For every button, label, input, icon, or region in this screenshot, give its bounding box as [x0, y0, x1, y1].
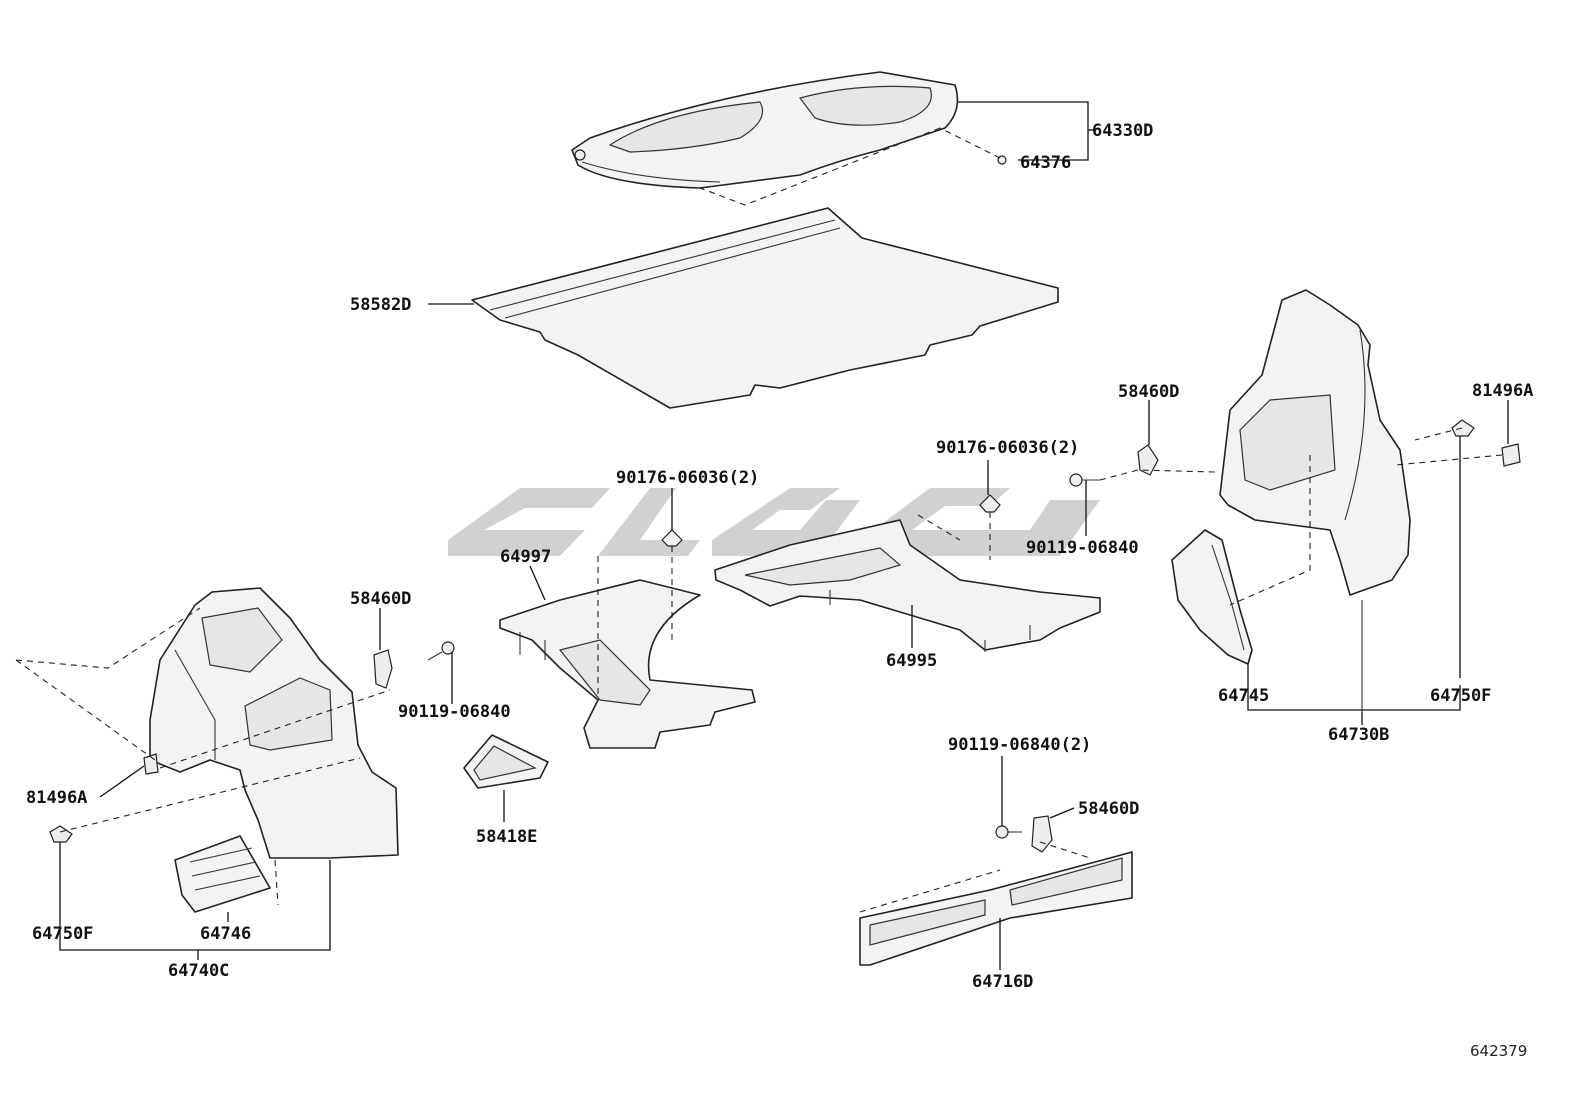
nut-81496A-right: [1501, 443, 1521, 467]
package-tray-trim: [571, 71, 959, 189]
small-bracket: [463, 734, 549, 789]
left-small-cover: [174, 835, 271, 913]
label-64995: 64995: [886, 651, 937, 671]
left-floor-side-cover: [499, 579, 756, 749]
label-64745: 64745: [1218, 686, 1269, 706]
leader-lines: [59, 101, 1509, 970]
right-quarter-trim: [1219, 289, 1411, 712]
label-64997: 64997: [500, 547, 551, 567]
label-81496A-left: 81496A: [26, 788, 87, 808]
label-58460D-right: 58460D: [1118, 382, 1179, 402]
label-64740C: 64740C: [168, 961, 229, 981]
label-90176-right: 90176-06036(2): [936, 438, 1079, 458]
part-labels: 64330D 64376 58582D 58460D 81496A 90176-…: [26, 121, 1533, 1060]
label-90119-bottom: 90119-06840(2): [948, 735, 1091, 755]
assembly-guides: [15, 127, 1503, 913]
label-64730B: 64730B: [1328, 725, 1389, 745]
label-64750F-left: 64750F: [32, 924, 93, 944]
bolt-90119-left: [441, 641, 455, 655]
left-quarter-trim: [149, 587, 399, 950]
clip-90176-center: [661, 529, 683, 547]
trunk-floor-mat: [471, 207, 1059, 409]
clip-64750F-left: [49, 825, 73, 843]
bolt-90119-right: [1069, 473, 1083, 487]
label-58582D: 58582D: [350, 295, 411, 315]
figure-number: 642379: [1470, 1042, 1527, 1060]
hook-58460D-bottom: [1031, 815, 1053, 853]
watermark-logo: [448, 488, 1100, 556]
label-64750F-right: 64750F: [1430, 686, 1491, 706]
right-side-cover: [1171, 529, 1253, 665]
center-floor-cover: [714, 519, 1101, 652]
label-58460D-bottom: 58460D: [1078, 799, 1139, 819]
label-90119-left: 90119-06840: [398, 702, 511, 722]
label-58460D-left: 58460D: [350, 589, 411, 609]
hook-58460D-left: [373, 649, 393, 689]
clip-90176-right: [979, 494, 1001, 513]
label-64716D: 64716D: [972, 972, 1033, 992]
clip-64750F-right: [1451, 419, 1475, 437]
label-90176-center: 90176-06036(2): [616, 468, 759, 488]
label-64330D: 64330D: [1092, 121, 1153, 141]
label-64746: 64746: [200, 924, 251, 944]
fasteners: [49, 155, 1521, 853]
label-58418E: 58418E: [476, 827, 537, 847]
label-90119-right: 90119-06840: [1026, 538, 1139, 558]
bolt-90119-bottom: [995, 825, 1009, 839]
label-81496A-right: 81496A: [1472, 381, 1533, 401]
hook-58460D-right: [1137, 444, 1159, 476]
label-64376: 64376: [1020, 153, 1071, 173]
rear-scuff-plate: [859, 851, 1133, 966]
